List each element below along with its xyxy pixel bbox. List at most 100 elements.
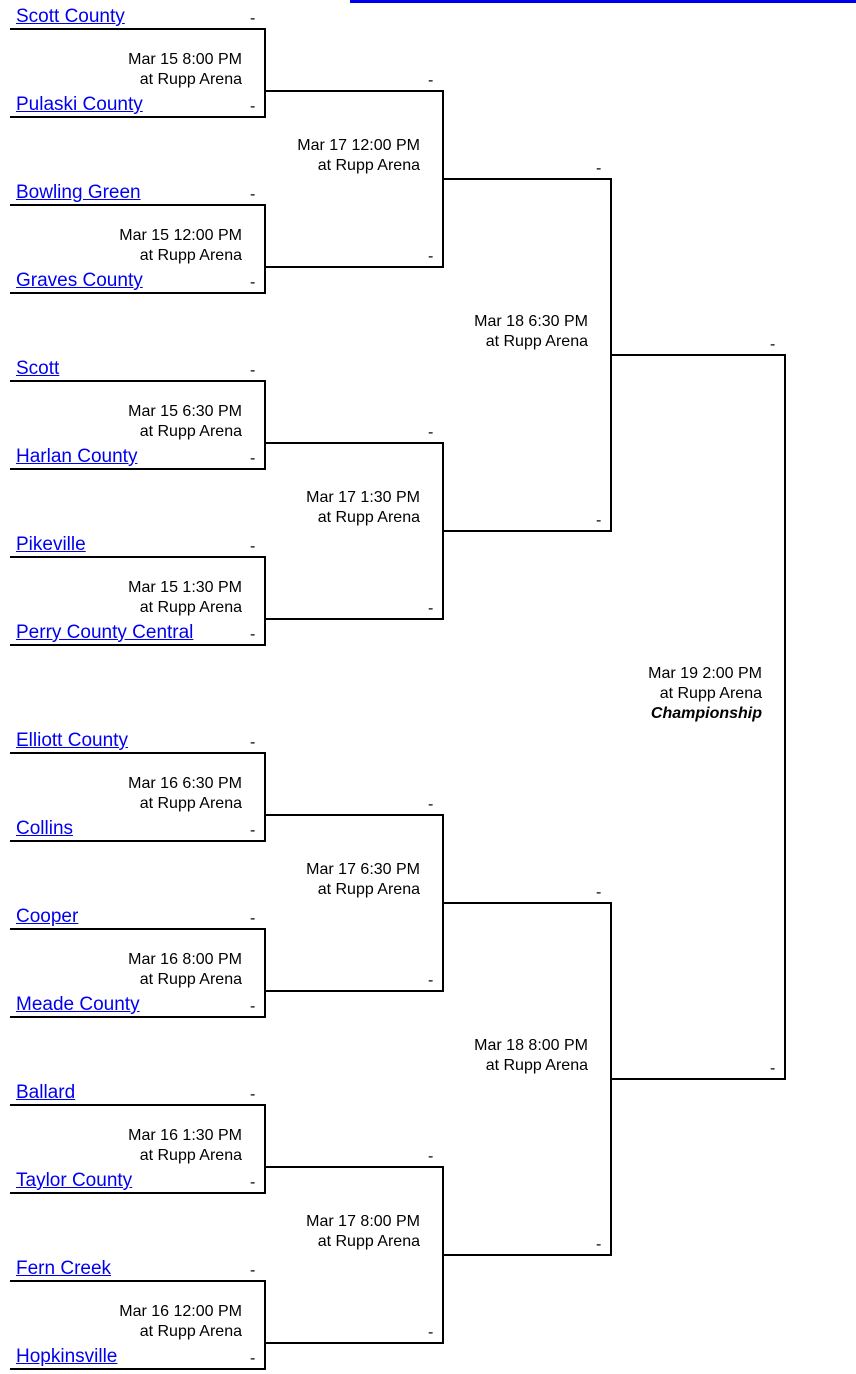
team-score: -: [428, 1148, 434, 1165]
game-info: Mar 16 1:30 PM at Rupp Arena: [128, 1126, 242, 1166]
bracket-connector: [264, 266, 444, 268]
game-info: Mar 16 6:30 PM at Rupp Arena: [128, 774, 242, 814]
game-venue: at Rupp Arena: [317, 1233, 420, 1250]
bracket-connector: [10, 292, 266, 294]
team-link[interactable]: Cooper: [16, 906, 79, 927]
bracket-connector: [264, 556, 266, 646]
game-date-time: Mar 18 8:00 PM: [474, 1037, 588, 1054]
game-venue: at Rupp Arena: [317, 509, 420, 526]
bracket-connector: [10, 1104, 266, 1106]
team-score: -: [250, 538, 256, 555]
game-venue: at Rupp Arena: [139, 795, 242, 812]
game-date-time: Mar 15 8:00 PM: [128, 51, 242, 68]
bracket-connector: [10, 840, 266, 842]
team-link[interactable]: Collins: [16, 818, 74, 839]
team-score: -: [250, 910, 256, 927]
bracket-connector: [10, 28, 266, 30]
team-link[interactable]: Meade County: [16, 994, 140, 1015]
team-score: -: [250, 450, 256, 467]
game-venue: at Rupp Arena: [139, 423, 242, 440]
game-venue: at Rupp Arena: [139, 71, 242, 88]
bracket-connector: [264, 1166, 444, 1168]
team-link[interactable]: Elliott County: [16, 730, 128, 751]
team-score: -: [596, 512, 602, 529]
game-date-time: Mar 16 12:00 PM: [119, 1303, 242, 1320]
game-date-time: Mar 15 1:30 PM: [128, 579, 242, 596]
team-link[interactable]: Taylor County: [16, 1170, 133, 1191]
bracket-connector: [264, 1342, 444, 1344]
bracket-connector: [10, 1368, 266, 1370]
team-score: -: [770, 1060, 776, 1077]
game-date-time: Mar 16 1:30 PM: [128, 1127, 242, 1144]
bracket-connector: [264, 442, 444, 444]
team-score: -: [250, 1262, 256, 1279]
team-link[interactable]: Bowling Green: [16, 182, 141, 203]
game-info: Mar 15 1:30 PM at Rupp Arena: [128, 578, 242, 618]
bracket-connector: [264, 814, 444, 816]
game-venue: at Rupp Arena: [139, 971, 242, 988]
team-link[interactable]: Scott: [16, 358, 60, 379]
team-score: -: [428, 248, 434, 265]
top-link-bar: [350, 0, 856, 3]
bracket-connector: [610, 354, 786, 356]
bracket-connector: [610, 1078, 786, 1080]
team-link[interactable]: Scott County: [16, 6, 125, 27]
game-date-time: Mar 17 12:00 PM: [297, 137, 420, 154]
game-date-time: Mar 17 1:30 PM: [306, 489, 420, 506]
team-score: -: [428, 424, 434, 441]
bracket-connector: [10, 468, 266, 470]
bracket-connector: [10, 1280, 266, 1282]
championship-label: Championship: [650, 705, 762, 722]
team-link[interactable]: Ballard: [16, 1082, 76, 1103]
team-link[interactable]: Perry County Central: [16, 622, 194, 643]
game-date-time: Mar 16 8:00 PM: [128, 951, 242, 968]
game-venue: at Rupp Arena: [139, 599, 242, 616]
team-score: -: [250, 10, 256, 27]
game-info: Mar 16 12:00 PM at Rupp Arena: [119, 1302, 242, 1342]
bracket-connector: [264, 380, 266, 470]
game-info: Mar 17 8:00 PM at Rupp Arena: [306, 1212, 420, 1252]
game-venue: at Rupp Arena: [317, 881, 420, 898]
game-venue: at Rupp Arena: [485, 1057, 588, 1074]
bracket-connector: [264, 204, 266, 294]
team-score: -: [250, 362, 256, 379]
bracket-connector: [10, 644, 266, 646]
bracket-connector: [10, 928, 266, 930]
team-score: -: [428, 600, 434, 617]
team-link[interactable]: Pulaski County: [16, 94, 143, 115]
team-score: -: [428, 796, 434, 813]
team-link[interactable]: Pikeville: [16, 534, 86, 555]
team-score: -: [250, 998, 256, 1015]
team-link[interactable]: Harlan County: [16, 446, 138, 467]
bracket-connector: [442, 178, 612, 180]
bracket-connector: [442, 530, 612, 532]
game-venue: at Rupp Arena: [139, 1323, 242, 1340]
game-date-time: Mar 15 12:00 PM: [119, 227, 242, 244]
game-venue: at Rupp Arena: [139, 1147, 242, 1164]
team-score: -: [596, 884, 602, 901]
bracket-connector: [264, 1104, 266, 1194]
team-link[interactable]: Graves County: [16, 270, 143, 291]
team-score: -: [250, 734, 256, 751]
game-info: Mar 15 8:00 PM at Rupp Arena: [128, 50, 242, 90]
game-date-time: Mar 16 6:30 PM: [128, 775, 242, 792]
game-date-time: Mar 17 8:00 PM: [306, 1213, 420, 1230]
team-link[interactable]: Hopkinsville: [16, 1346, 118, 1367]
team-score: -: [250, 626, 256, 643]
bracket-connector: [10, 752, 266, 754]
game-info: Mar 18 8:00 PM at Rupp Arena: [474, 1036, 588, 1076]
bracket-connector: [10, 380, 266, 382]
team-link[interactable]: Fern Creek: [16, 1258, 112, 1279]
bracket-connector: [264, 1280, 266, 1370]
game-date-time: Mar 19 2:00 PM: [648, 665, 762, 682]
game-date-time: Mar 18 6:30 PM: [474, 313, 588, 330]
team-score: -: [596, 1236, 602, 1253]
bracket-connector: [442, 902, 612, 904]
game-info: Mar 16 8:00 PM at Rupp Arena: [128, 950, 242, 990]
